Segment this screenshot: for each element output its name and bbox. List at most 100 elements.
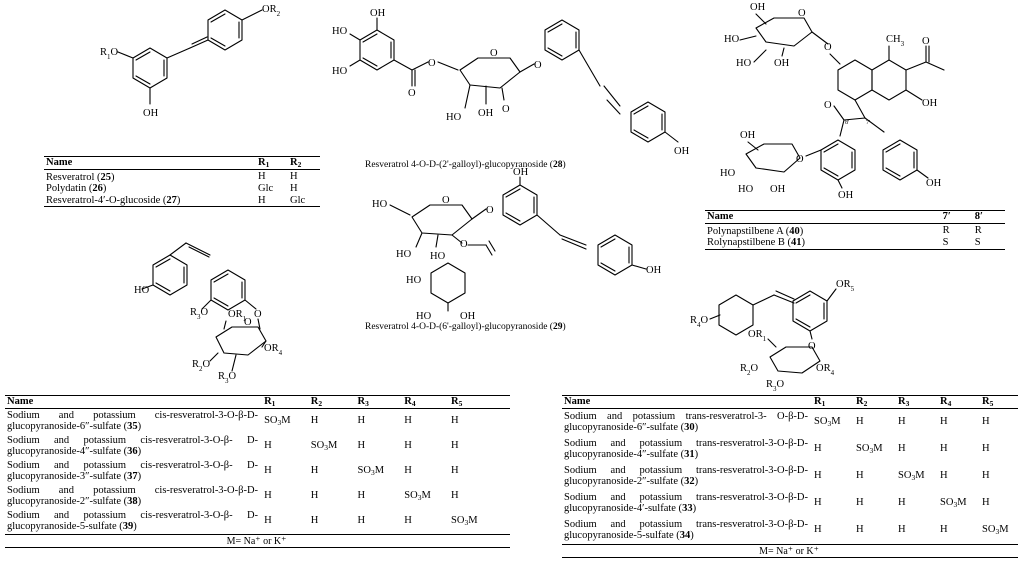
svg-text:R3O: R3O — [190, 307, 209, 321]
svg-text:HO: HO — [738, 184, 754, 195]
svg-text:HO: HO — [736, 58, 752, 69]
svg-text:R2O: R2O — [192, 359, 211, 373]
svg-text:R3O: R3O — [766, 379, 785, 393]
table-cell-r1: H — [264, 465, 272, 477]
table3-header-r4: R4 — [402, 395, 449, 409]
table-cell-r1: H — [264, 515, 272, 527]
table-cell-r3: SO3M — [357, 465, 385, 478]
caption-29: Resveratrol 4-O-D-(6'-galloyl)-glucopyra… — [365, 322, 566, 332]
table-footer: M= Na⁺ or K⁺ — [562, 543, 1018, 558]
table-cell-r5: H — [451, 415, 459, 427]
table-cell-r5: SO3M — [451, 515, 478, 528]
table-cell-r4: H — [940, 416, 948, 428]
table-cell-r5: H — [982, 416, 990, 428]
svg-text:HO: HO — [724, 34, 740, 45]
table-cell-r3: H — [898, 416, 906, 428]
table-cell-r3: H — [898, 497, 906, 509]
svg-text:OH: OH — [646, 265, 662, 276]
table-row: Sodium and potassium cis-resveratrol-3-O… — [5, 459, 510, 484]
table-cell-r1: H — [264, 440, 272, 452]
svg-text:R2O: R2O — [740, 363, 759, 377]
structure-28: OH HO HO O O O HO OH O O OH — [320, 0, 700, 190]
table-cell-r4: H — [940, 443, 948, 455]
structure-resveratrol-core: R1O OR2 OH — [0, 0, 330, 150]
table-cell-r5: SO3M — [982, 524, 1009, 537]
svg-text:O: O — [824, 100, 832, 111]
table2-header-name: Name — [705, 210, 941, 224]
table-row: Sodium and potassium cis-resveratrol-3-O… — [5, 509, 510, 535]
svg-text:HO: HO — [720, 168, 736, 179]
svg-text:O: O — [490, 48, 498, 59]
table-cell-r3: H — [357, 440, 366, 452]
svg-text:HO: HO — [406, 275, 422, 286]
table-cell-r5: H — [451, 465, 459, 477]
svg-text:OH: OH — [740, 130, 756, 141]
table1-header-r2: R2 — [288, 156, 320, 170]
svg-text:HO: HO — [446, 112, 462, 123]
table-row: Sodium and potassium trans-resveratrol-3… — [562, 463, 1018, 490]
svg-text:HO: HO — [416, 311, 432, 322]
table-row: Sodium and potassium cis-resveratrol-3-O… — [5, 484, 510, 509]
table-cell-r5: H — [982, 470, 990, 482]
table-cell-r4: H — [404, 515, 412, 527]
table-cell-r4: H — [940, 524, 948, 536]
svg-text:OH: OH — [478, 108, 494, 119]
table-cell-r4: H — [404, 440, 412, 452]
svg-text:OH: OH — [922, 98, 938, 109]
table-cell-r1: H — [814, 524, 822, 536]
table-row: Sodium and potassium cis-resveratrol-3-O… — [5, 434, 510, 459]
table-cell-r4: SO3M — [404, 490, 431, 503]
svg-text:OH: OH — [838, 190, 854, 201]
table2-header-8: 8′ — [972, 210, 1005, 224]
svg-text:HO: HO — [134, 285, 150, 296]
svg-text:R3O: R3O — [218, 371, 237, 385]
table4-header-name: Name — [562, 395, 812, 409]
svg-text:7′: 7′ — [866, 120, 871, 126]
table-row: Sodium and potassium trans-resveratrol-3… — [562, 517, 1018, 545]
table3-header-r3: R3 — [355, 395, 403, 409]
table-cell-r1: H — [814, 497, 822, 509]
caption-28: Resveratrol 4-O-D-(2'-galloyl)-glucopyra… — [365, 160, 566, 170]
table4-header-r1: R1 — [812, 395, 854, 409]
table-row: Sodium and potassium trans-resveratrol-3… — [562, 490, 1018, 517]
table-cell-r5: H — [451, 440, 459, 452]
svg-text:OR4: OR4 — [816, 363, 835, 377]
table4-header-r2: R2 — [854, 395, 896, 409]
table-cell-r2: H — [310, 415, 319, 427]
label-r1o: R1O — [100, 47, 119, 61]
svg-text:O: O — [796, 154, 804, 165]
svg-text:8′: 8′ — [845, 120, 850, 126]
svg-text:O: O — [442, 195, 450, 206]
table4-header-r5: R5 — [980, 395, 1018, 409]
table1-header-name: Name — [44, 156, 257, 170]
table-cell-r2: SO3M — [856, 443, 883, 456]
svg-text:OH: OH — [460, 311, 476, 322]
svg-text:HO: HO — [332, 26, 348, 37]
table-cell-r2: H — [856, 416, 864, 428]
svg-text:CH3: CH3 — [886, 34, 905, 48]
table4-header-r4: R4 — [938, 395, 980, 409]
structure-trans-resveratrol-glucoside: R4O OR5 O OR1 R2O R3O OR4 — [690, 275, 930, 393]
svg-text:OR4: OR4 — [264, 343, 283, 357]
table-cell-r4: H — [404, 465, 412, 477]
svg-text:OH: OH — [926, 178, 942, 189]
table-cell-r3: H — [357, 415, 366, 427]
structure-29: HO O HO HO O O OH OH HO HO OH — [360, 167, 710, 325]
table-cell-r3: H — [898, 443, 906, 455]
table-trans-sulfates: Name R1 R2 R3 R4 R5 Sodium and potassium… — [562, 395, 1018, 558]
svg-text:OH: OH — [370, 8, 386, 19]
table-cell-r2: H — [856, 470, 864, 482]
label-oh: OH — [143, 108, 159, 119]
svg-text:OR5: OR5 — [836, 279, 855, 293]
svg-text:O: O — [502, 104, 510, 115]
table-cell-r4: SO3M — [940, 497, 967, 510]
svg-text:OR1: OR1 — [228, 309, 247, 323]
table-row: Sodium and potassium trans-resveratrol-3… — [562, 408, 1018, 436]
table-row: Sodium and potassium cis-resveratrol-3-O… — [5, 408, 510, 434]
table-cis-sulfates: Name R1 R2 R3 R4 R5 Sodium and potassium… — [5, 395, 510, 548]
table-cell-r3: H — [357, 490, 366, 502]
svg-text:OH: OH — [770, 184, 786, 195]
label-or2: OR2 — [262, 4, 281, 18]
table-cell-r1: SO3M — [264, 415, 291, 428]
